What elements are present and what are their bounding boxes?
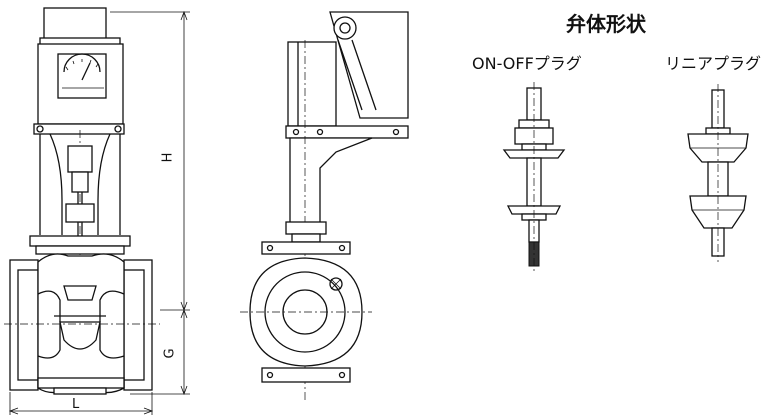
linear-plug-label: リニアプラグ bbox=[665, 54, 762, 73]
plug-shapes-title: 弁体形状 bbox=[566, 12, 646, 36]
front-view bbox=[4, 7, 160, 395]
side-view bbox=[240, 11, 409, 400]
dimension-h-label: H bbox=[160, 152, 176, 163]
dimension-g-label: G bbox=[162, 348, 178, 359]
linear-plug-drawing bbox=[687, 84, 749, 262]
dimension-lines bbox=[8, 10, 190, 415]
onoff-plug-drawing bbox=[502, 82, 566, 272]
dimension-l-label: L bbox=[72, 397, 80, 412]
onoff-plug-label: ON-OFFプラグ bbox=[472, 54, 582, 73]
